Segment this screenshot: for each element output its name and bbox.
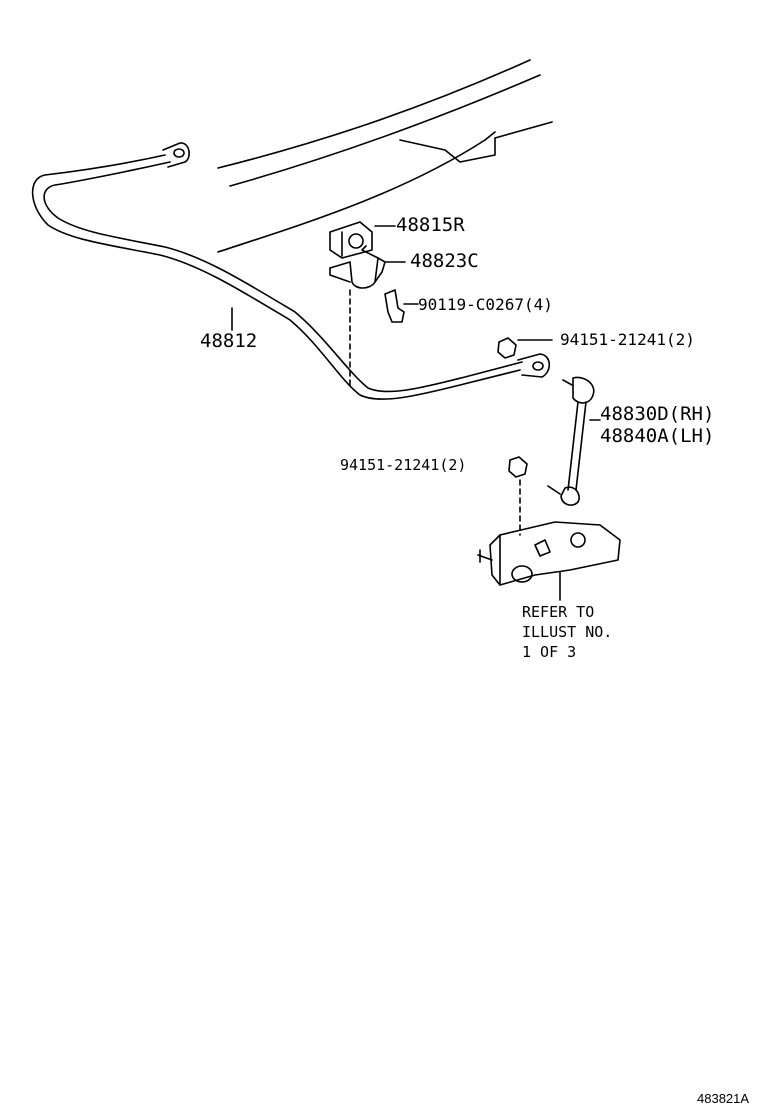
vehicle-frame-outline (217, 59, 553, 253)
label-94151-lower: 94151-21241(2) (340, 456, 467, 474)
stabilizer-bar (31, 142, 551, 400)
bracket-48823C (329, 245, 406, 289)
bushing-48815R (329, 221, 396, 259)
bolt-90119 (384, 289, 419, 323)
label-90119-C0267: 90119-C0267(4) (418, 295, 553, 314)
label-48840A: 48840A(LH) (600, 425, 715, 447)
label-48815R: 48815R (396, 214, 465, 236)
label-48823C: 48823C (410, 250, 479, 272)
label-94151-upper: 94151-21241(2) (560, 330, 695, 349)
nut-upper (497, 337, 553, 359)
label-48812: 48812 (200, 330, 258, 352)
nut-lower (508, 456, 528, 478)
lower-arm-bracket (477, 521, 621, 601)
stabilizer-link (547, 376, 601, 506)
label-48830D: 48830D(RH) (600, 403, 715, 425)
assembly-dash-lines (349, 289, 521, 536)
figure-id: 483821A (697, 1091, 750, 1106)
refer-note: REFER TO ILLUST NO. 1 OF 3 (522, 603, 613, 661)
